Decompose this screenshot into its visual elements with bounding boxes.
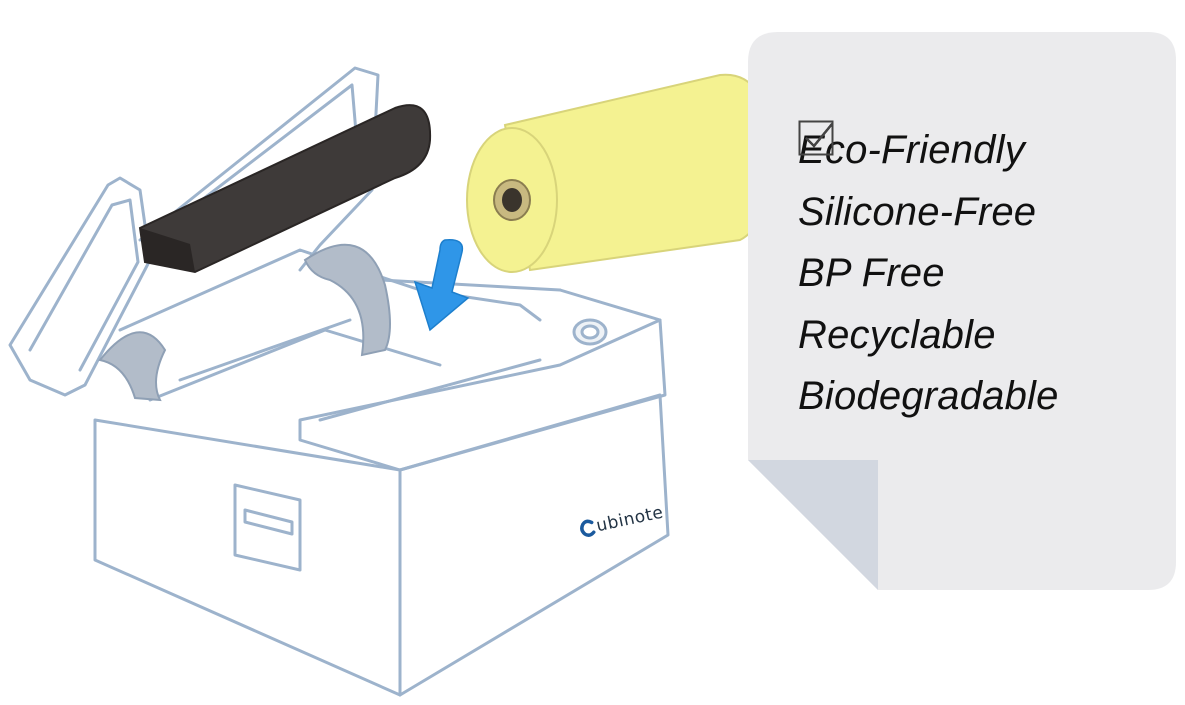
feature-label: Silicone-Free xyxy=(798,189,1037,234)
feature-label: BP Free xyxy=(798,251,945,296)
feature-item-recyclable: Recyclable xyxy=(798,120,1059,367)
feature-item-biodegradable: Biodegradable xyxy=(798,120,1059,428)
dark-roller xyxy=(138,104,432,274)
printer-handle xyxy=(233,483,302,572)
feature-card: Eco-Friendly Silicone-Free BP Free xyxy=(748,32,1176,590)
feature-list: Eco-Friendly Silicone-Free BP Free xyxy=(798,120,1059,428)
feature-item-bp-free: BP Free xyxy=(798,120,1059,305)
feature-item-eco-friendly: Eco-Friendly xyxy=(798,120,1059,182)
checkbox-checked-icon xyxy=(798,120,834,156)
left-roller-holder xyxy=(98,331,167,402)
feature-item-silicone-free: Silicone-Free xyxy=(798,120,1059,244)
feature-label: Recyclable xyxy=(798,312,996,357)
insert-arrow xyxy=(413,239,470,332)
right-roller-holder xyxy=(303,243,391,357)
page-fold-corner xyxy=(748,460,878,590)
brand-c-icon xyxy=(580,519,596,537)
feature-label: Biodegradable xyxy=(798,374,1059,419)
paper-roll xyxy=(466,73,772,273)
feature-card-background xyxy=(748,32,1176,590)
feature-label: Eco-Friendly xyxy=(798,128,1025,173)
brand-logo: ubinote xyxy=(578,503,665,540)
